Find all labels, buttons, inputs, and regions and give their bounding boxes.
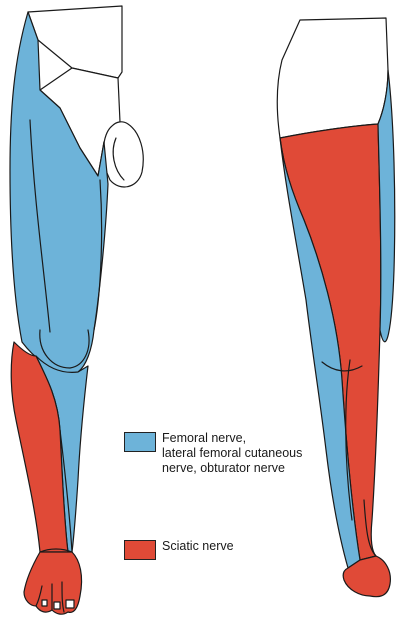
- legend-femoral-line2: lateral femoral cutaneous: [162, 446, 303, 460]
- anterior-toenails: [41, 599, 75, 610]
- anterior-ankle-line: [39, 548, 73, 553]
- legend-sciatic: Sciatic nerve: [124, 539, 234, 560]
- legend-femoral-label: Femoral nerve, lateral femoral cutaneous…: [162, 431, 302, 476]
- posterior-knee-crease: [321, 361, 363, 372]
- anterior-leg: [9, 5, 144, 615]
- legend-femoral-line3: nerve, obturator nerve: [162, 461, 285, 475]
- legend-sciatic-line1: Sciatic nerve: [162, 539, 234, 553]
- anterior-shin-sciatic-region: [10, 341, 69, 553]
- anterior-toe-lines: [35, 581, 65, 613]
- anterior-shin-bone-line: [59, 429, 73, 553]
- anterior-kneecap-outline: [39, 329, 90, 369]
- posterior-buttock-region: [276, 17, 389, 139]
- scrotum-inner-line: [112, 137, 125, 181]
- posterior-leg: [276, 17, 396, 598]
- scrotum-outline: [102, 121, 144, 188]
- posterior-heel-sciatic-region: [342, 555, 391, 598]
- legend-femoral-swatch: [124, 432, 156, 452]
- anterior-thigh-contour-lateral: [29, 119, 51, 333]
- legend-sciatic-swatch: [124, 540, 156, 560]
- posterior-calf-contour: [345, 359, 353, 521]
- legend-femoral: Femoral nerve, lateral femoral cutaneous…: [124, 431, 302, 476]
- anterior-hip-region: [27, 5, 123, 79]
- legend-femoral-line1: Femoral nerve,: [162, 431, 247, 445]
- posterior-achilles-line: [363, 499, 377, 557]
- legend-sciatic-label: Sciatic nerve: [162, 539, 234, 554]
- posterior-lateral-femoral-region: [377, 69, 396, 343]
- anterior-thigh-contour-medial: [93, 179, 103, 331]
